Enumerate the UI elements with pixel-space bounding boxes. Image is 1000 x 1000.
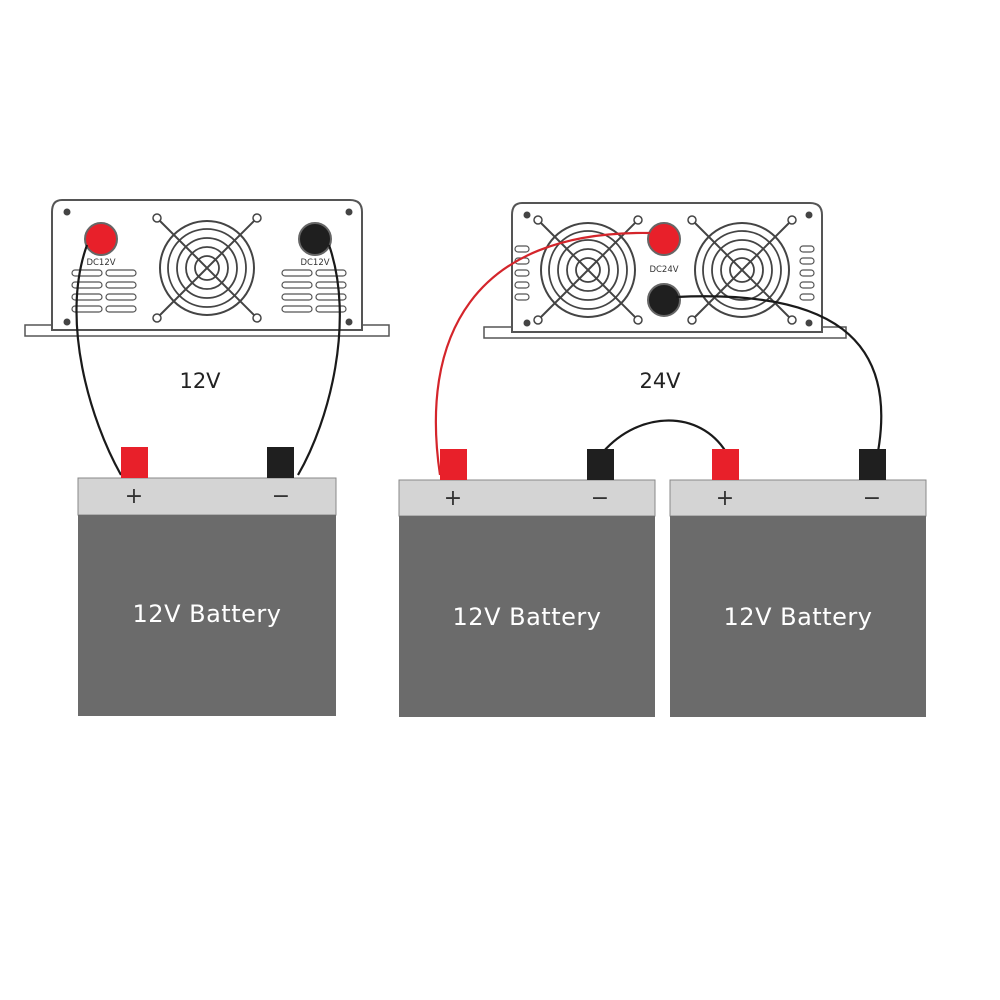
negative-symbol: − bbox=[863, 486, 881, 511]
inverter-input-label: DC12V bbox=[86, 258, 115, 268]
inverter-input-label-right: DC12V bbox=[300, 258, 329, 268]
positive-cable bbox=[75, 244, 122, 476]
battery-lid bbox=[669, 479, 927, 517]
negative-cable bbox=[297, 244, 341, 476]
terminal-post-icon bbox=[267, 447, 294, 478]
battery-body bbox=[670, 516, 926, 717]
battery-24v-left: + − 12V Battery bbox=[398, 449, 656, 717]
mounting-hole-icon bbox=[523, 319, 531, 327]
mounting-hole-icon bbox=[805, 211, 813, 219]
mounting-hole-icon bbox=[63, 208, 71, 216]
battery-24v-right: + − 12V Battery bbox=[669, 449, 927, 717]
inverter-12v: DC12V DC12V bbox=[24, 199, 390, 337]
terminal-post-icon bbox=[440, 449, 467, 480]
positive-symbol: + bbox=[444, 486, 462, 511]
positive-symbol: + bbox=[716, 486, 734, 511]
negative-terminal bbox=[298, 222, 332, 256]
terminal-post-icon bbox=[712, 449, 739, 480]
mounting-hole-icon bbox=[523, 211, 531, 219]
battery-body bbox=[399, 516, 655, 717]
inverter-input-label: DC24V bbox=[649, 265, 678, 275]
negative-symbol: − bbox=[272, 484, 290, 509]
negative-cable bbox=[675, 295, 883, 476]
system-voltage-label: 24V bbox=[639, 369, 681, 393]
system-voltage-label: 12V bbox=[179, 369, 221, 393]
battery-label: 12V Battery bbox=[133, 600, 282, 628]
positive-cable bbox=[434, 231, 651, 476]
series-jumper-cable bbox=[602, 419, 727, 453]
terminal-post-icon bbox=[859, 449, 886, 480]
battery-lid bbox=[77, 477, 337, 516]
mounting-hole-icon bbox=[345, 208, 353, 216]
terminal-post-icon bbox=[121, 447, 148, 478]
positive-symbol: + bbox=[125, 484, 143, 509]
mounting-hole-icon bbox=[805, 319, 813, 327]
battery-label: 12V Battery bbox=[724, 603, 873, 631]
mounting-hole-icon bbox=[345, 318, 353, 326]
battery-label: 12V Battery bbox=[453, 603, 602, 631]
battery-lid bbox=[398, 479, 656, 517]
battery-body bbox=[78, 515, 336, 716]
positive-terminal bbox=[647, 222, 681, 256]
battery-12v: + − 12V Battery bbox=[77, 447, 337, 716]
negative-terminal bbox=[647, 283, 681, 317]
inverter-24v: DC24V bbox=[483, 202, 847, 339]
terminal-post-icon bbox=[587, 449, 614, 480]
negative-symbol: − bbox=[591, 486, 609, 511]
positive-terminal bbox=[84, 222, 118, 256]
mounting-hole-icon bbox=[63, 318, 71, 326]
